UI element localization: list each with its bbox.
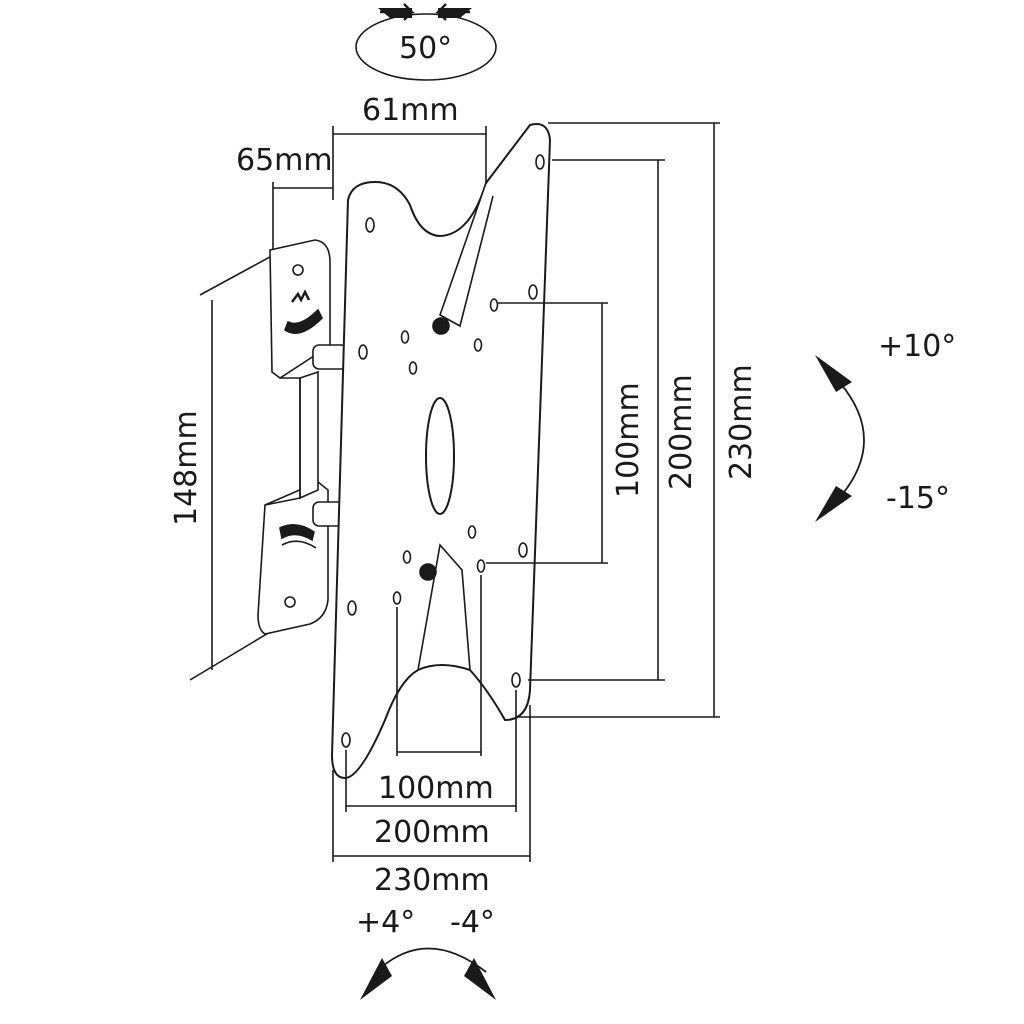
tilt-up-label: +10°	[878, 329, 956, 364]
depth-min-label: 65mm	[236, 143, 333, 178]
plate-height-label: 230mm	[724, 364, 759, 480]
level-negative-label: -4°	[450, 905, 495, 940]
swivel-label: 50°	[399, 31, 452, 66]
vesa-h-small-label: 100mm	[378, 771, 494, 806]
brand-logo-mark-icon	[291, 289, 311, 303]
tilt-arc-arrow-icon	[815, 355, 865, 522]
vesa-horizontal-dimensions	[332, 575, 531, 862]
tilt-down-label: -15°	[886, 481, 950, 516]
wall-plate-height-label: 148mm	[169, 410, 204, 526]
vesa-v-large-label: 200mm	[664, 374, 699, 490]
mounting-holes	[341, 154, 545, 748]
level-positive-label: +4°	[356, 905, 415, 940]
vesa-h-large-label: 200mm	[374, 815, 490, 850]
wall-plate	[257, 239, 348, 635]
depth-max-label: 61mm	[362, 93, 459, 128]
plate-width-label: 230mm	[374, 863, 490, 898]
level-adjust-arc-arrow-icon	[360, 947, 496, 1000]
swivel-rotation-arrows-icon	[355, 3, 497, 81]
vesa-vertical-dimensions	[486, 122, 720, 718]
vesa-v-small-label: 100mm	[611, 382, 646, 498]
depth-min-dimension	[272, 182, 333, 260]
vesa-plate	[330, 123, 552, 780]
